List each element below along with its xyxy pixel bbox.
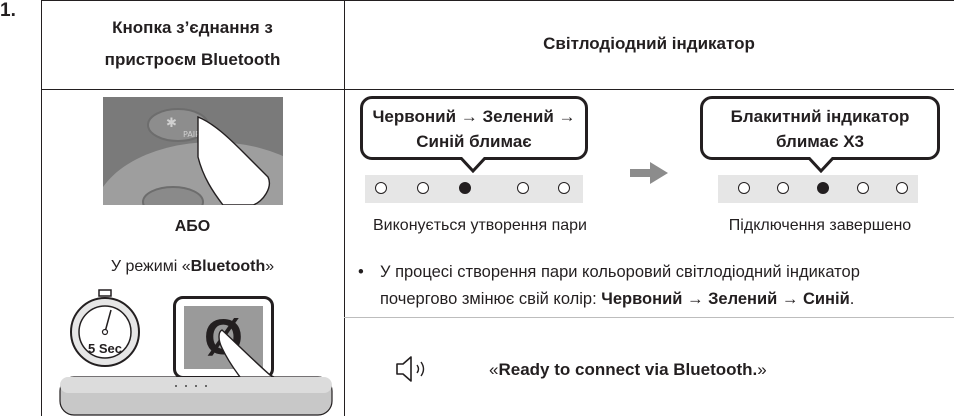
col2-header: Світлодіодний індикатор [543,34,755,53]
speaker-icon [396,356,425,382]
led [517,182,529,194]
voice-prompt: «Ready to connect via Bluetooth.» [489,360,767,379]
header-divider [41,89,954,90]
pairing-bubble-line1: Червоний → Зелений → [372,107,576,126]
voice-prompt-text: Ready to connect via Bluetooth. [498,360,758,379]
led-active [459,182,471,194]
connected-bubble-line1: Блакитний індикатор [730,107,910,126]
connected-bubble: Блакитний індикатор блимає X3 [700,96,940,160]
led [896,182,908,194]
led [558,182,570,194]
row-divider [344,317,954,318]
note-text-line2: почергово змінює свій колір: [380,290,602,308]
timer-label: 5 Sec [88,341,122,356]
color-note: • У процесі створення пари кольоровий сві… [358,259,948,313]
right-arrow-icon [630,162,668,184]
col1-header-line2: пристроєм Bluetooth [104,50,281,69]
led [375,182,387,194]
table-left-border [41,0,42,416]
pairing-bubble-line2: Синій блимає [416,132,532,151]
col1-header-line1: Кнопка з’єднання з [112,18,273,37]
led [738,182,750,194]
note-text-line1: У процесі створення пари кольоровий світ… [380,263,860,281]
connected-led-strip [718,175,918,203]
hand-icon [197,115,270,205]
or-label: АБО [174,218,211,235]
column-divider [344,0,345,416]
pairing-caption: Виконується утворення пари [373,217,587,234]
pair-button-illustration: ✱ PAIR [103,97,283,205]
color-green: Зелений [708,290,778,308]
led-active [817,182,829,194]
pairing-led-strip [365,175,583,203]
bullet: • [358,263,364,281]
pairing-bubble: Червоний → Зелений → Синій блимає [360,96,588,160]
connected-bubble-line2: блимає X3 [775,132,865,151]
led [417,182,429,194]
connected-caption: Підключення завершено [728,217,912,234]
led [777,182,789,194]
soundbar-illustration [59,376,333,416]
connected-bubble-tail [808,157,834,173]
col1-header: Кнопка з’єднання з пристроєм Bluetooth [41,12,344,76]
pairing-bubble-tail [460,157,486,173]
color-blue: Синій [802,290,850,308]
mode-text: У режимі «Bluetooth» [110,258,275,275]
pair-label: PAIR [183,130,201,139]
step-number: 1. [0,0,16,21]
mode-bluetooth: Bluetooth [190,258,266,275]
led [857,182,869,194]
table-top-border [41,0,954,1]
pair-key: Ø [184,306,263,369]
bluetooth-icon: ✱ [166,116,177,131]
timer-icon [70,289,140,367]
color-red: Червоний [601,290,683,308]
